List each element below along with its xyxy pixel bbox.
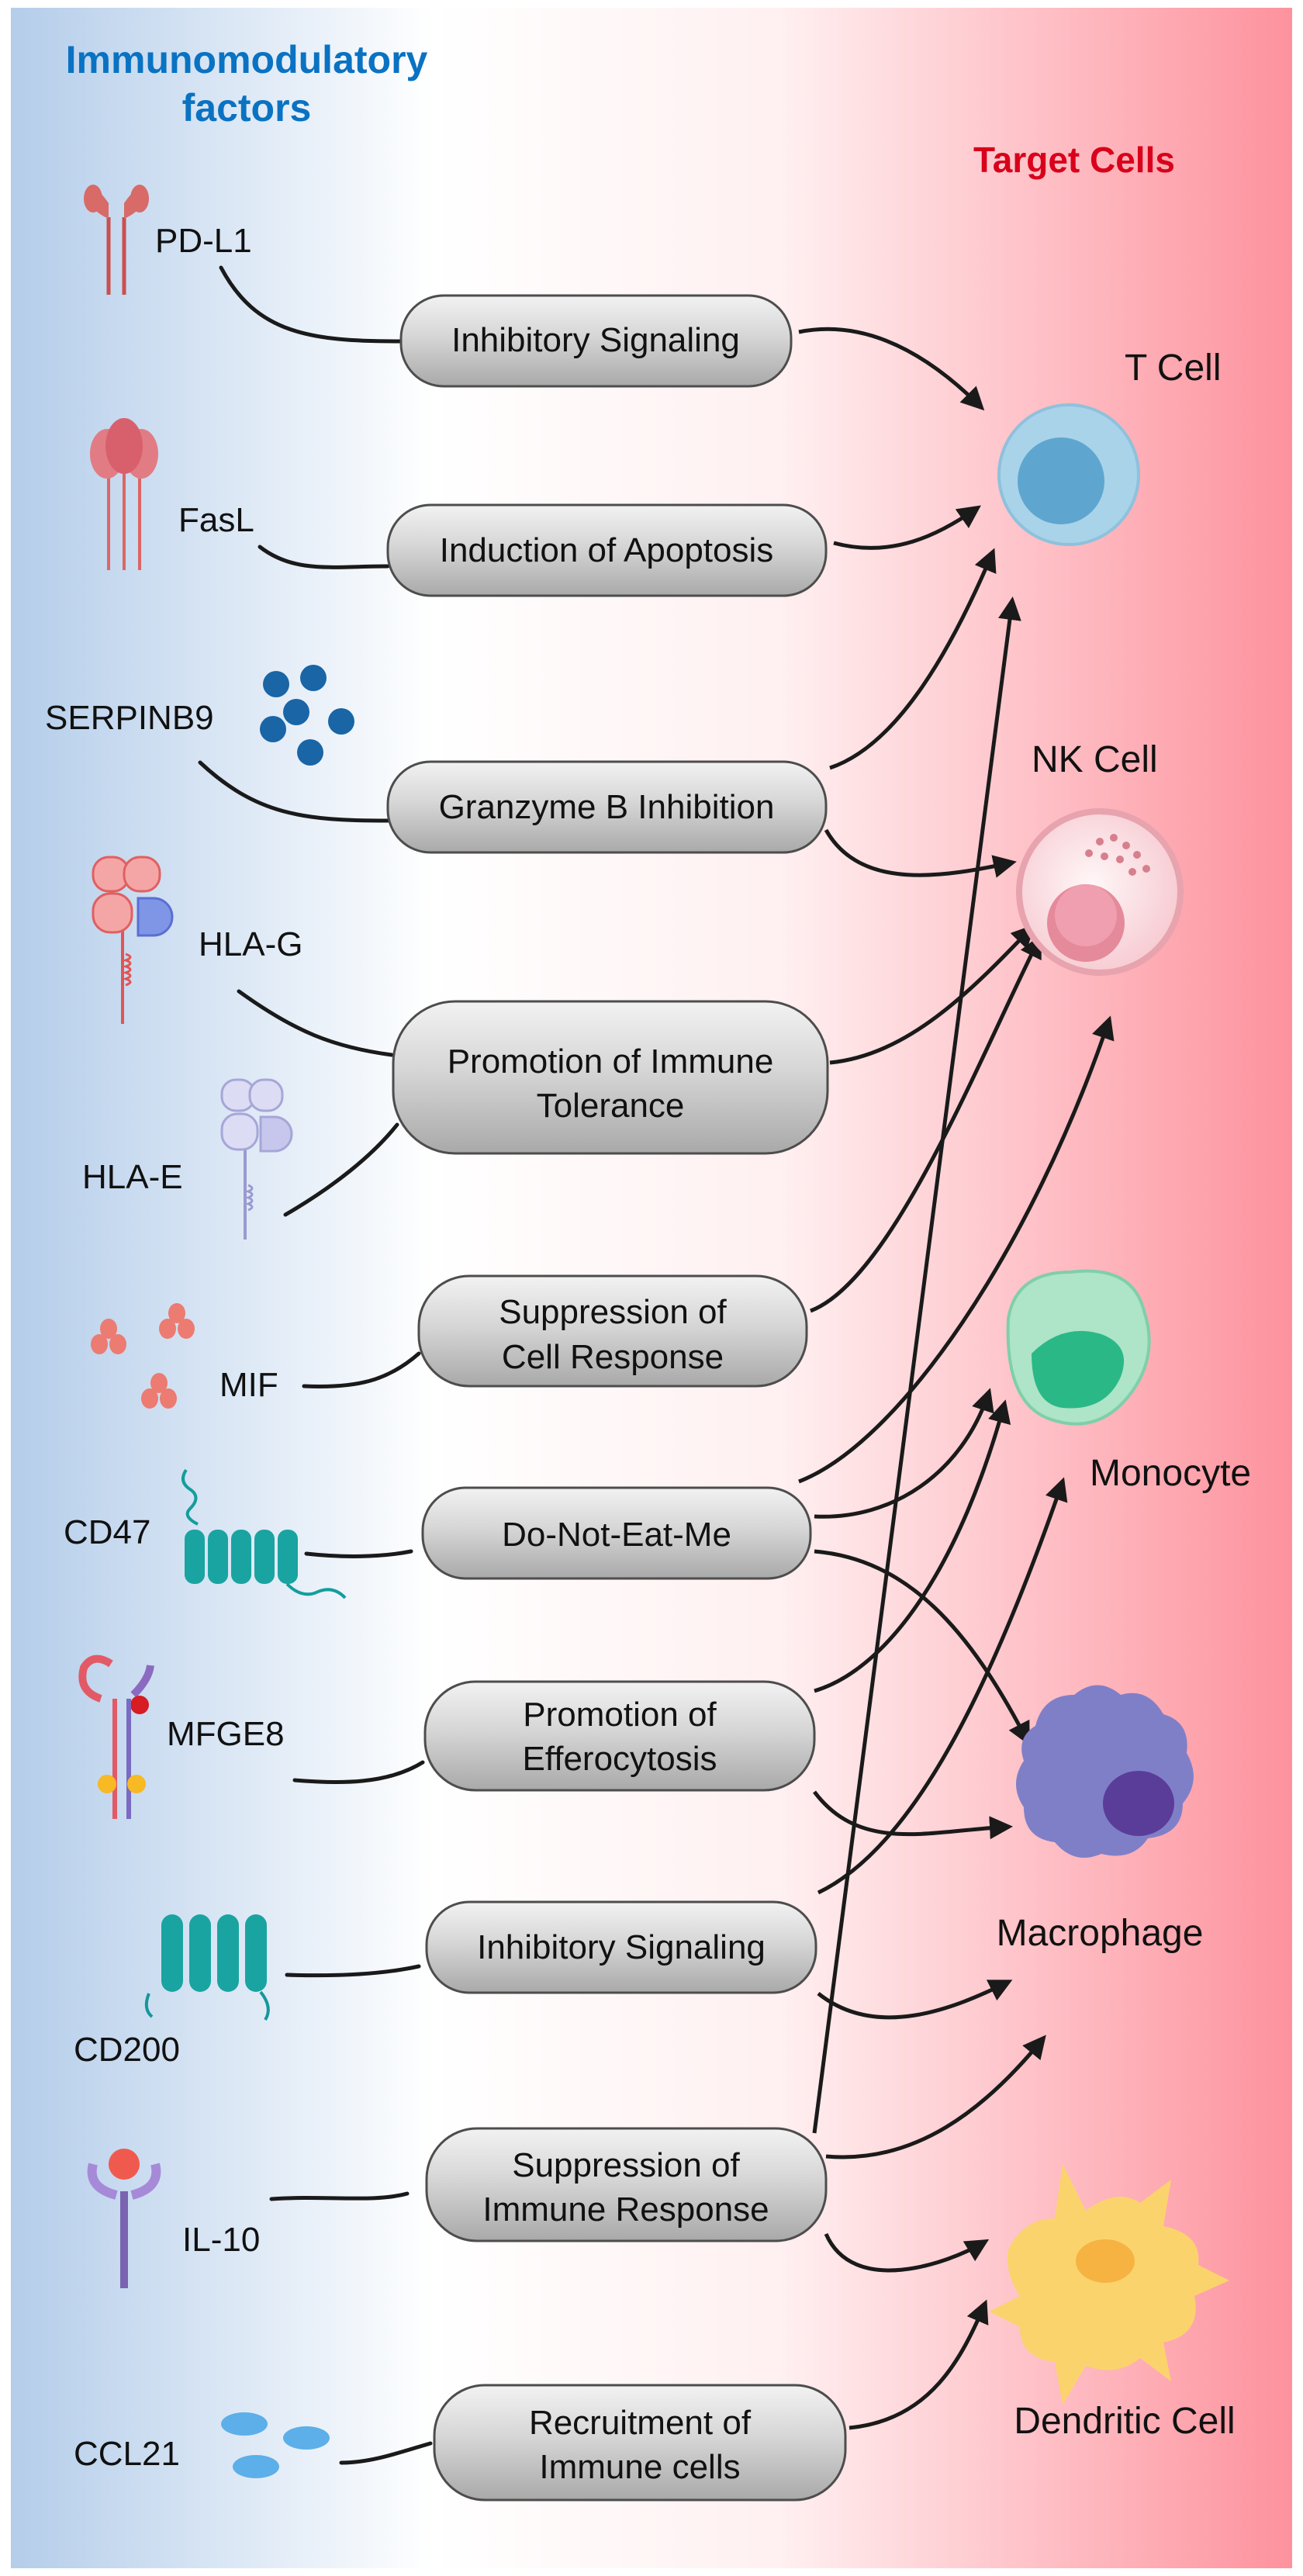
connector-hla-e bbox=[283, 1122, 399, 1217]
header-left-line1: Immunomodulatory bbox=[66, 38, 428, 81]
pd-l1-icon bbox=[84, 185, 149, 295]
cd200-icon bbox=[144, 1914, 270, 2021]
serpinb9-icon bbox=[260, 665, 354, 766]
mechanism-pill-m9: Suppression of Immune Response bbox=[425, 2127, 828, 2242]
connector-mif bbox=[302, 1351, 421, 1388]
mechanism-pill-m6: Do-Not-Eat-Me bbox=[421, 1486, 812, 1580]
pill-m4-line2: Tolerance bbox=[537, 1087, 685, 1125]
connector-pd-l1 bbox=[219, 265, 402, 344]
pill-arrows bbox=[798, 327, 1115, 2430]
hla-g-icon bbox=[92, 856, 174, 1024]
arrow-m1-tcell bbox=[798, 327, 985, 411]
il-10-icon bbox=[87, 2149, 161, 2288]
ccl21-icon bbox=[221, 2412, 330, 2478]
factor-label-cd200: CD200 bbox=[74, 2031, 180, 2069]
factor-label-serpinb9: SERPINB9 bbox=[45, 699, 214, 737]
factor-label-ccl21: CCL21 bbox=[74, 2435, 180, 2473]
factor-label-hla-e: HLA-E bbox=[82, 1158, 183, 1196]
arrow-m2-tcell bbox=[833, 505, 981, 550]
connector-mfge8 bbox=[292, 1760, 425, 1785]
factor-label-il-10: IL-10 bbox=[182, 2221, 260, 2259]
arrow-m3-nkcell bbox=[824, 828, 1017, 878]
mechanism-pill-m8: Inhibitory Signaling bbox=[425, 1900, 817, 1994]
arrow-m9-dendritic bbox=[824, 2232, 990, 2273]
pill-m7-line2: Efferocytosis bbox=[522, 1740, 717, 1778]
arrow-m6-monocyte bbox=[814, 1388, 994, 1519]
pill-m10-line2: Immune cells bbox=[539, 2448, 740, 2486]
pill-m10-line1: Recruitment of bbox=[529, 2404, 752, 2442]
connector-fasl bbox=[257, 545, 390, 569]
t-cell-icon bbox=[997, 403, 1140, 546]
arrow-m4-nkcell bbox=[829, 924, 1035, 1065]
monocyte-icon bbox=[1006, 1269, 1151, 1426]
arrow-m8-monocyte bbox=[817, 1477, 1068, 1895]
arrow-m3-tcell bbox=[829, 548, 997, 770]
pill-m5-line2: Cell Response bbox=[502, 1338, 724, 1376]
cell-label-dendritic-cell: Dendritic Cell bbox=[1014, 2401, 1235, 2442]
macrophage-icon bbox=[1016, 1685, 1194, 1858]
nk-cell-icon bbox=[1016, 808, 1184, 976]
pill-m1-line1: Inhibitory Signaling bbox=[451, 321, 740, 359]
factor-label-pd-l1: PD-L1 bbox=[155, 222, 252, 260]
header-right: Target Cells bbox=[973, 140, 1175, 180]
factor-label-fasl: FasL bbox=[178, 501, 254, 539]
cd47-icon bbox=[181, 1468, 347, 1599]
arrow-m7-macrophage bbox=[813, 1790, 1013, 1840]
arrow-m6-macrophage bbox=[814, 1549, 1030, 1746]
pill-m9-line1: Suppression of bbox=[512, 2146, 740, 2184]
arrow-m9-macrophage bbox=[825, 2035, 1046, 2159]
factor-label-mfge8: MFGE8 bbox=[167, 1715, 285, 1753]
arrow-m8-macrophage bbox=[817, 1980, 1013, 2020]
mif-icon bbox=[91, 1303, 195, 1409]
factor-label-mif: MIF bbox=[219, 1366, 278, 1404]
connector-il-10 bbox=[269, 2191, 410, 2201]
mechanism-pill-m5: Suppression of Cell Response bbox=[417, 1274, 808, 1388]
factor-label-cd47: CD47 bbox=[64, 1513, 151, 1551]
mechanism-pill-m4: Promotion of Immune Tolerance bbox=[392, 1000, 829, 1155]
pill-m3-line1: Granzyme B Inhibition bbox=[439, 788, 775, 826]
mfge8-icon bbox=[78, 1655, 154, 1819]
mechanism-pill-m3: Granzyme B Inhibition bbox=[386, 760, 828, 854]
cell-label-monocyte: Monocyte bbox=[1090, 1453, 1251, 1494]
mechanism-pill-m2: Induction of Apoptosis bbox=[386, 503, 828, 597]
pill-m4-line1: Promotion of Immune bbox=[448, 1043, 774, 1081]
factor-label-hla-g: HLA-G bbox=[199, 925, 302, 963]
pill-m8-line1: Inhibitory Signaling bbox=[477, 1928, 766, 1966]
pill-m5-line1: Suppression of bbox=[499, 1293, 727, 1331]
arrow-m9-tcell bbox=[812, 596, 1021, 2134]
arrow-cd47-nkcell bbox=[798, 1015, 1115, 1484]
factor-connectors bbox=[198, 265, 433, 2465]
arrow-m5-nkcell bbox=[810, 934, 1042, 1313]
header-left-line2: factors bbox=[182, 86, 312, 130]
pill-m9-line2: Immune Response bbox=[482, 2190, 769, 2228]
connector-cd47 bbox=[304, 1549, 413, 1558]
mechanism-pill-m7: Promotion of Efferocytosis bbox=[423, 1680, 816, 1792]
connector-hla-g bbox=[237, 989, 394, 1057]
dendritic-cell-icon bbox=[989, 2164, 1229, 2405]
cell-label-nk-cell: NK Cell bbox=[1032, 739, 1158, 780]
connector-cd200 bbox=[285, 1964, 421, 1978]
connector-ccl21 bbox=[339, 2441, 433, 2465]
hla-e-icon bbox=[220, 1078, 293, 1240]
connector-serpinb9 bbox=[198, 760, 390, 823]
pill-m7-line1: Promotion of bbox=[523, 1696, 717, 1734]
pill-m6-line1: Do-Not-Eat-Me bbox=[502, 1516, 731, 1554]
pill-m2-line1: Induction of Apoptosis bbox=[440, 531, 774, 569]
mechanism-pill-m1: Inhibitory Signaling bbox=[399, 294, 793, 388]
arrow-m10-dendritic bbox=[849, 2299, 989, 2430]
cell-label-t-cell: T Cell bbox=[1125, 348, 1221, 389]
arrow-m7-monocyte bbox=[814, 1399, 1011, 1693]
mechanism-pill-m10: Recruitment of Immune cells bbox=[433, 2384, 847, 2502]
cell-label-macrophage: Macrophage bbox=[997, 1913, 1204, 1954]
fasl-icon bbox=[90, 418, 158, 570]
